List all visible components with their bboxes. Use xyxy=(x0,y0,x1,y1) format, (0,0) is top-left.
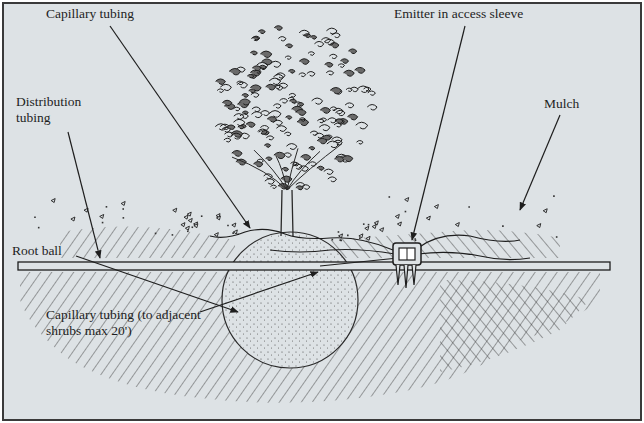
soil-hatch xyxy=(440,280,590,372)
leader-lines xyxy=(68,26,560,312)
trunk xyxy=(281,190,293,236)
root-ball xyxy=(222,232,358,368)
mulch-flecks xyxy=(34,195,557,241)
capillary-tubing xyxy=(418,235,520,248)
emitter xyxy=(393,243,421,288)
part-label: Distribution tubing xyxy=(16,94,106,126)
distribution-tubing xyxy=(18,262,610,270)
capillary-tubing xyxy=(418,252,530,259)
shrub-canopy xyxy=(215,26,377,190)
capillary-tubing xyxy=(320,258,398,266)
capillary-tubing xyxy=(270,250,395,255)
soil-hatch xyxy=(60,226,235,258)
part-label: Capillary tubing (to adjacent shrubs max… xyxy=(46,307,226,339)
soil-hatch xyxy=(330,230,560,258)
part-label: Emitter in access sleeve xyxy=(394,6,594,22)
capillary-tubing xyxy=(210,229,393,250)
frame xyxy=(3,3,641,420)
part-label: Capillary tubing xyxy=(46,6,186,22)
root-ball-texture xyxy=(223,233,357,367)
part-label: Mulch xyxy=(544,96,614,112)
part-label: Root ball xyxy=(12,243,92,259)
